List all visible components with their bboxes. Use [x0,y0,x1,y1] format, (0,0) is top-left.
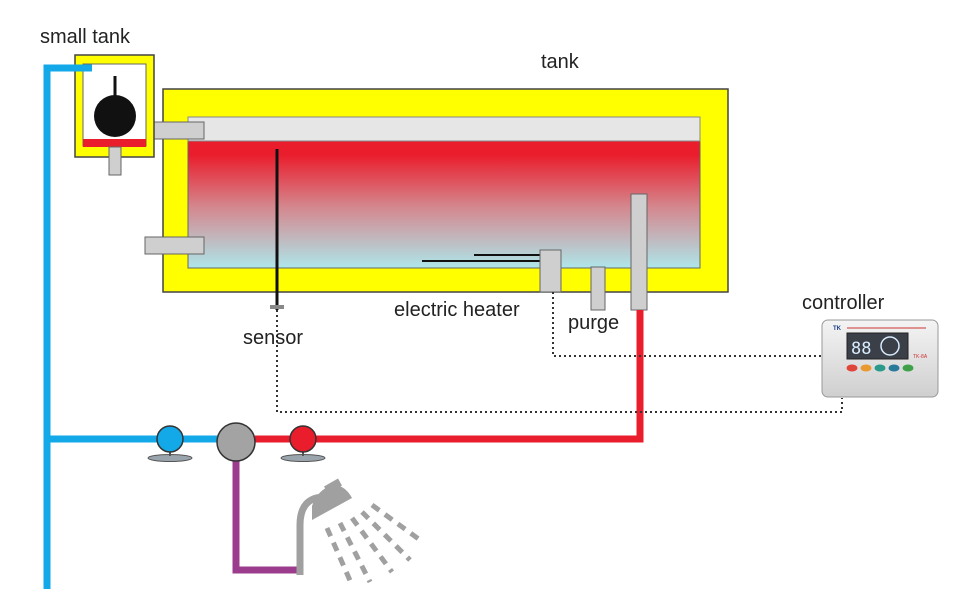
electric-heater-label: electric heater [394,299,520,321]
controller-buttons [846,364,914,372]
hot-valve-icon [280,425,326,462]
controller-label: controller [802,292,885,314]
sensor-wire [276,310,843,413]
controller-device-icon: TK 88 TK-8A [821,319,939,398]
heater-wire [552,292,822,357]
controller-digits: 88 [851,339,871,359]
electric-heater-head [539,249,562,293]
purge-label: purge [568,312,620,334]
cold-water-pipe [43,64,218,589]
controller-screen [846,332,909,360]
main-tank [162,88,729,293]
small-tank-drain-fitting [108,146,122,176]
tank-water [187,116,701,269]
sensor-label: sensor [243,327,304,349]
controller-model: TK-8A [913,354,928,360]
float-ball-icon [94,95,136,137]
small-tank [74,54,155,176]
electric-heater [422,249,562,293]
small-tank-label: small tank [40,26,131,48]
controller-brand: TK [833,326,842,332]
small-tank-hot-layer [83,139,146,147]
cold-valve-icon [147,425,193,462]
side-outlet-fitting [144,236,205,255]
shower-head-icon [296,478,422,587]
hot-water-pipe [255,310,644,443]
sensor-tip [270,305,284,309]
hot-outlet-riser [630,193,648,311]
top-inlet-fitting [147,121,205,140]
purge-valve [590,266,606,311]
tank-label: tank [541,51,579,73]
mixed-water-pipe [232,458,300,574]
tank-air-gap [187,116,701,142]
mixing-valve-icon [216,422,256,462]
